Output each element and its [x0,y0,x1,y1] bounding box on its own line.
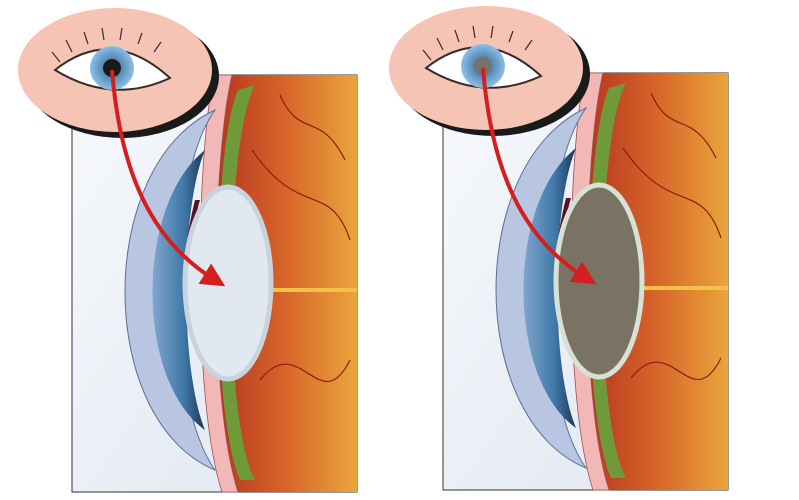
lens [553,182,645,380]
red-arrow [481,67,597,285]
iris-section [523,148,576,428]
eye-pupil [103,59,121,77]
red-arrow [110,69,226,287]
iris-section [152,150,205,430]
eye-panel-clear-lens [18,8,358,493]
retina-choroid [216,75,357,492]
blood-vessels [251,94,351,383]
lens [182,184,274,382]
eye-panel-cataract-lens [389,6,729,491]
eye-pupil [474,57,492,75]
eyelashes [51,27,162,63]
blood-vessels [622,92,722,381]
eyelashes [422,25,533,61]
retina-choroid [587,73,728,490]
